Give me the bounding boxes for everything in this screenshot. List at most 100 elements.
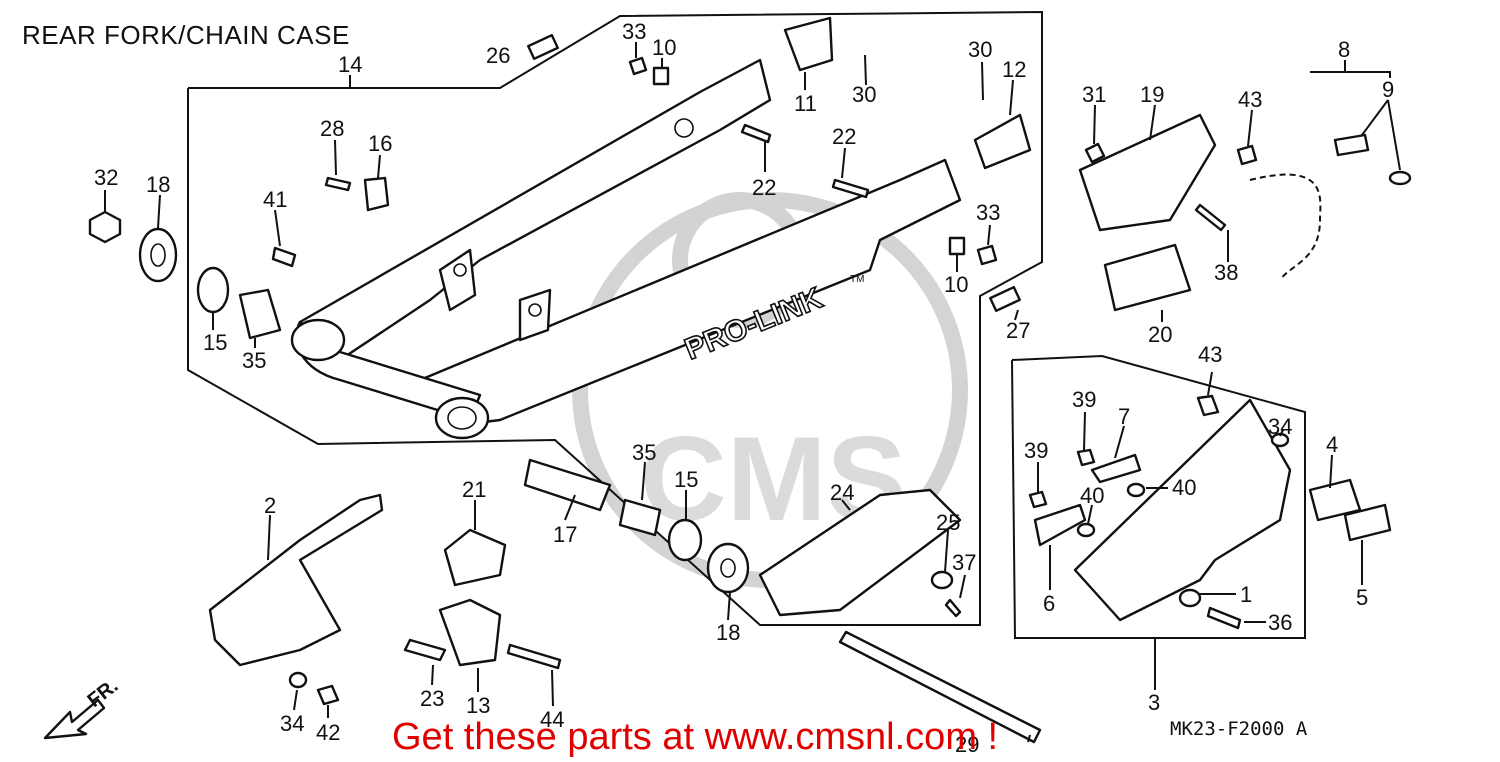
collar-17 bbox=[523, 458, 612, 512]
bolt-38 bbox=[1194, 203, 1227, 232]
callout-33-right: 33 bbox=[976, 200, 1000, 225]
bearing-15-lower bbox=[667, 518, 703, 562]
callout-1: 1 bbox=[1240, 582, 1252, 607]
hardware-parts bbox=[88, 16, 1412, 744]
bolt-43-upper bbox=[1236, 144, 1258, 166]
callout-35-lower: 35 bbox=[632, 440, 656, 465]
callout-36: 36 bbox=[1268, 610, 1292, 635]
pivot-bolt-29 bbox=[838, 630, 1042, 744]
bolt-28 bbox=[324, 176, 352, 192]
grommet-40-upper bbox=[1126, 482, 1146, 498]
bolt-22-upper bbox=[740, 123, 772, 144]
bracket-6 bbox=[1033, 503, 1087, 547]
callout-10-right: 10 bbox=[944, 272, 968, 297]
callout-19: 19 bbox=[1140, 82, 1164, 107]
callout-18-lower: 18 bbox=[716, 620, 740, 645]
guide-20 bbox=[1103, 243, 1192, 312]
promo-banner-link[interactable]: Get these parts at www.cmsnl.com ! bbox=[392, 716, 999, 758]
callout-39-upper: 39 bbox=[1072, 387, 1096, 412]
plate-10-upper bbox=[652, 66, 670, 86]
callout-21: 21 bbox=[462, 477, 486, 502]
callout-11: 11 bbox=[794, 91, 817, 116]
callout-10-upper: 10 bbox=[652, 35, 676, 60]
callout-41: 41 bbox=[263, 187, 287, 212]
callout-42: 42 bbox=[316, 720, 340, 745]
bracket-13 bbox=[438, 598, 502, 667]
callout-43-lower: 43 bbox=[1198, 342, 1222, 367]
callout-7: 7 bbox=[1118, 404, 1130, 429]
swingarm-group-outline bbox=[187, 10, 1306, 639]
callout-22-lower: 22 bbox=[752, 175, 776, 200]
callout-13: 13 bbox=[466, 693, 490, 718]
callout-17: 17 bbox=[553, 522, 577, 547]
bolt-36 bbox=[1206, 606, 1242, 630]
collar-25 bbox=[930, 570, 954, 590]
callout-33-upper: 33 bbox=[622, 19, 646, 44]
callout-39-lower: 39 bbox=[1024, 438, 1048, 463]
callout-24: 24 bbox=[830, 480, 854, 505]
nut-33-upper bbox=[628, 56, 648, 76]
callout-27: 27 bbox=[1006, 318, 1030, 343]
slider-19 bbox=[1078, 113, 1217, 232]
callout-28: 28 bbox=[320, 116, 344, 141]
bolt-44 bbox=[506, 643, 562, 670]
callout-16: 16 bbox=[368, 131, 392, 156]
callout-29: 29 bbox=[955, 732, 979, 757]
callout-40-right: 40 bbox=[1172, 475, 1196, 500]
nut-33-right bbox=[976, 244, 998, 266]
diagram-code: MK23-F2000 A bbox=[1170, 718, 1308, 740]
diagram-title: REAR FORK/CHAIN CASE bbox=[22, 20, 350, 50]
label-27 bbox=[989, 285, 1021, 313]
bushing-35-upper bbox=[238, 288, 282, 340]
callout-44: 44 bbox=[540, 707, 564, 732]
collar-1 bbox=[1178, 588, 1202, 608]
nut-32 bbox=[88, 210, 122, 244]
bearing-15-upper bbox=[196, 266, 230, 314]
callout-25: 25 bbox=[936, 510, 960, 535]
callout-35-upper: 35 bbox=[242, 348, 266, 373]
callout-15-upper: 15 bbox=[203, 330, 227, 355]
clamp-4 bbox=[1308, 478, 1362, 522]
callout-3: 3 bbox=[1148, 690, 1160, 715]
callout-15-lower: 15 bbox=[674, 467, 698, 492]
callout-8: 8 bbox=[1338, 37, 1350, 62]
chain-case-3 bbox=[1073, 398, 1292, 622]
clamp-16 bbox=[363, 176, 390, 212]
callout-6: 6 bbox=[1043, 591, 1055, 616]
callout-12: 12 bbox=[1002, 57, 1026, 82]
callout-43-upper: 43 bbox=[1238, 87, 1262, 112]
collar-39-lower bbox=[1028, 490, 1048, 509]
plate-10-right bbox=[948, 236, 966, 256]
bracket-11 bbox=[783, 16, 834, 72]
callout-26: 26 bbox=[486, 43, 510, 68]
callout-5: 5 bbox=[1356, 585, 1368, 610]
label-26 bbox=[527, 33, 559, 61]
clamp-5 bbox=[1343, 503, 1392, 542]
callout-30-upper: 30 bbox=[968, 37, 992, 62]
callout-34-right: 34 bbox=[1268, 414, 1292, 439]
callout-23: 23 bbox=[420, 686, 444, 711]
bolt-37 bbox=[944, 598, 962, 618]
callout-37: 37 bbox=[952, 550, 976, 575]
collar-39-upper bbox=[1076, 448, 1096, 467]
front-direction-arrow: FR. bbox=[43, 675, 122, 740]
bracket-7 bbox=[1090, 453, 1142, 484]
grommet-40-lower bbox=[1076, 522, 1096, 538]
collar-34-left bbox=[288, 671, 308, 689]
chain-cover-2 bbox=[208, 493, 384, 667]
callout-18-upper: 18 bbox=[146, 172, 170, 197]
callout-labels: 1 2 3 4 5 6 7 8 9 10 10 11 12 13 14 15 1… bbox=[94, 19, 1394, 757]
callout-20: 20 bbox=[1148, 322, 1172, 347]
bolt-22-lower bbox=[831, 178, 870, 199]
callout-9: 9 bbox=[1382, 77, 1394, 102]
fitting-41 bbox=[271, 246, 297, 268]
callout-14: 14 bbox=[338, 52, 362, 77]
bolt-43-lower bbox=[1196, 394, 1220, 417]
bolt-42 bbox=[316, 684, 340, 706]
slider-21 bbox=[443, 528, 507, 587]
callout-38: 38 bbox=[1214, 260, 1238, 285]
nut-31 bbox=[1084, 142, 1106, 164]
callout-22-upper: 22 bbox=[832, 124, 856, 149]
callout-4: 4 bbox=[1326, 432, 1338, 457]
